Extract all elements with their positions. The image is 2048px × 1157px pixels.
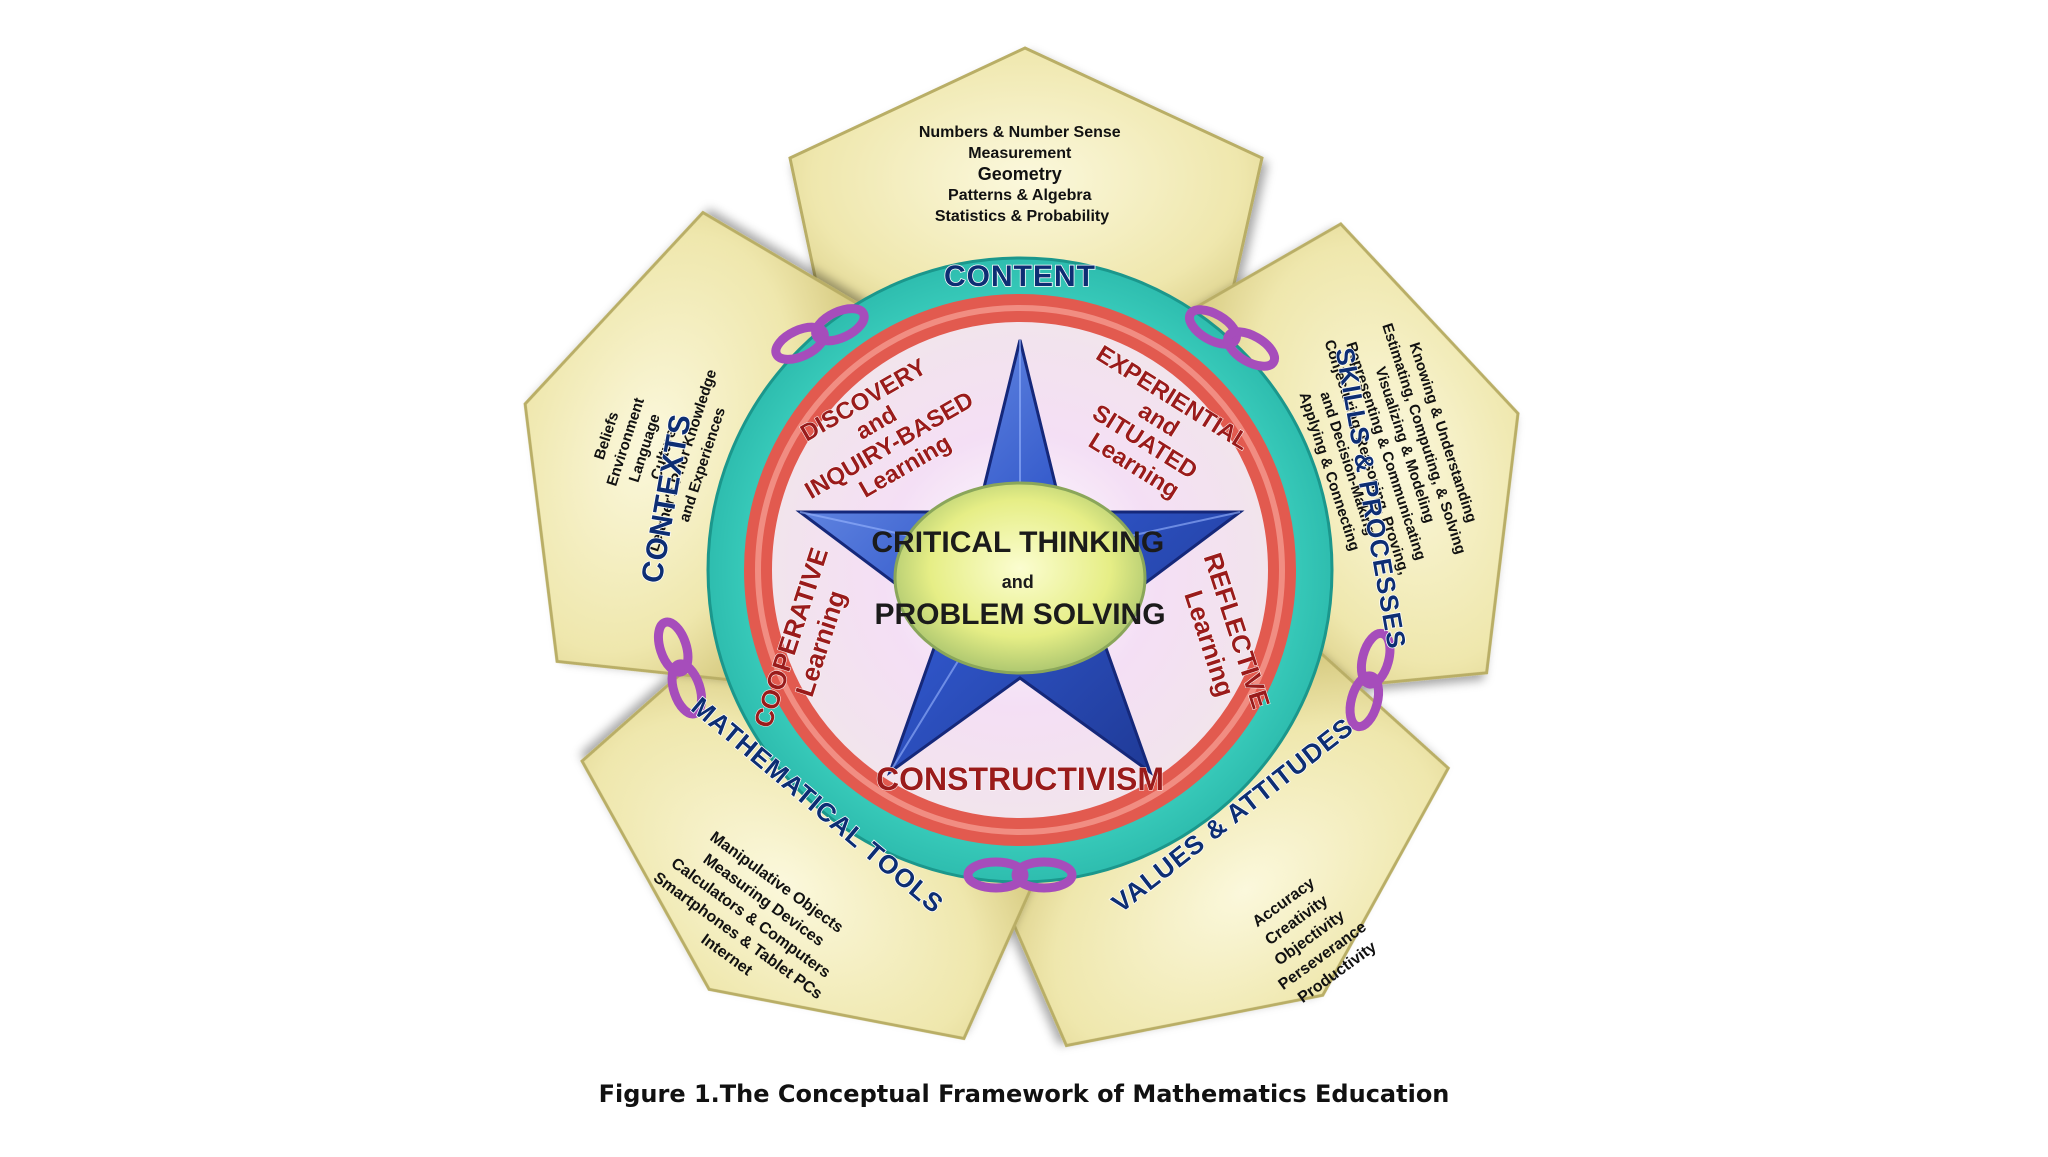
content-item: Statistics & Probability	[935, 208, 1109, 225]
svg-text:Numbers & Number Sense M: Numbers & Number Sense Measurement Geome…	[919, 124, 1125, 225]
red-ring-highlight	[755, 305, 1285, 835]
ring-constructivism: CONSTRUCTIVISM	[876, 761, 1164, 797]
content-item: Measurement	[968, 145, 1072, 162]
content-item: Geometry	[978, 164, 1062, 184]
core-disc	[893, 481, 1147, 675]
core-critical-thinking: CRITICAL THINKING	[871, 526, 1164, 559]
core-text: CRITICAL THINKING and PROBLEM SOLVING	[871, 526, 1168, 631]
core-and: and	[1002, 572, 1034, 592]
label-content: CONTENT	[944, 260, 1096, 293]
chain-links	[653, 304, 1395, 893]
core-problem-solving: PROBLEM SOLVING	[874, 598, 1165, 631]
figure-caption: Figure 1.The Conceptual Framework of Mat…	[598, 1080, 1450, 1108]
content-item: Patterns & Algebra	[948, 187, 1092, 204]
content-item: Numbers & Number Sense	[919, 124, 1121, 141]
